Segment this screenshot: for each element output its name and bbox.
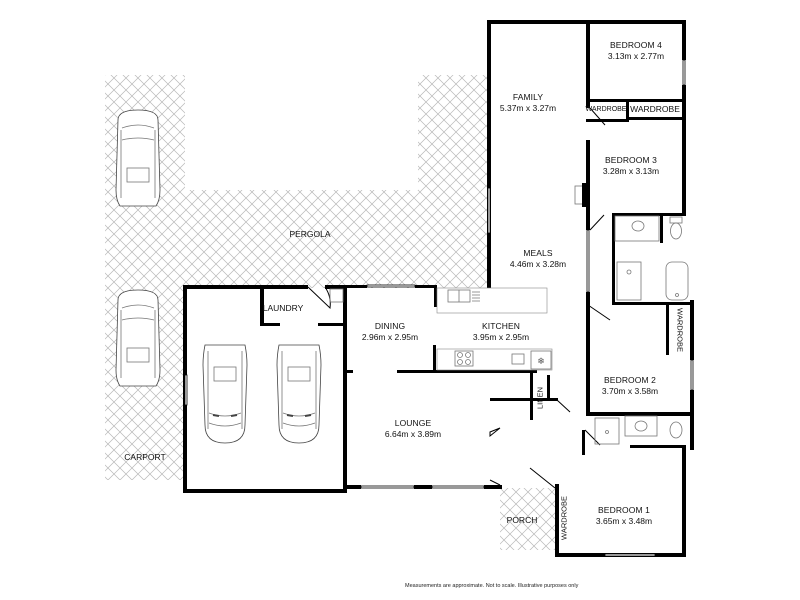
room-name: BEDROOM 1 [598,505,650,515]
room-dimensions: 3.13m x 2.77m [607,51,665,61]
room-kitchen: KITCHEN 3.95m x 2.95m [473,321,529,343]
car-carport-bottom-icon [115,289,161,387]
doors [307,107,611,489]
bathroom-fixtures [594,215,689,445]
room-lounge: LOUNGE 6.64m x 3.89m [385,418,441,440]
shower-icon [616,261,642,301]
room-name: DINING [374,321,406,331]
wardrobe-bedroom4-left: WARDROBE [585,106,627,113]
room-bedroom3: BEDROOM 3 3.28m x 3.13m [603,155,659,177]
room-dimensions: 4.46m x 3.28m [509,259,567,269]
area-porch: PORCH [506,515,538,525]
room-dimensions: 3.95m x 2.95m [472,332,530,342]
car-garage-left-icon [202,344,248,444]
porch-area [500,488,555,550]
area-laundry: LAUNDRY [262,303,304,313]
ensuite-basin-icon [614,215,660,242]
pergola-area [105,75,487,480]
room-dimensions: 3.28m x 3.13m [602,166,660,176]
svg-text:❄: ❄ [537,356,545,366]
room-dining: DINING 2.96m x 2.95m [362,321,418,343]
room-dimensions: 3.65m x 3.48m [595,516,653,526]
fridge-icon: ❄ [530,350,552,370]
cooktop-icon [454,350,474,367]
area-pergola: PERGOLA [289,229,331,239]
bath-icon [665,261,689,301]
room-bedroom2: BEDROOM 2 3.70m x 3.58m [602,375,658,397]
room-name: BEDROOM 3 [605,155,657,165]
room-name: BEDROOM 4 [610,40,662,50]
kitchen-sink-icon [447,289,480,303]
area-carport: CARPORT [124,452,166,462]
room-bedroom4: BEDROOM 4 3.13m x 2.77m [608,40,664,62]
linen-cupboard: LINEN [535,386,545,410]
room-meals: MEALS 4.46m x 3.28m [510,248,566,270]
fireplace-icon [574,183,587,207]
bathroom-toilet-icon [669,421,683,439]
ensuite-toilet-icon [669,216,683,240]
disclaimer-text: Measurements are approximate. Not to sca… [405,583,579,589]
car-garage-right-icon [276,344,322,444]
room-family: FAMILY 5.37m x 3.27m [500,92,556,114]
room-bedroom1: BEDROOM 1 3.65m x 3.48m [596,505,652,527]
room-dimensions: 6.64m x 3.89m [384,429,442,439]
room-dimensions: 5.37m x 3.27m [499,103,557,113]
room-dimensions: 3.70m x 3.58m [601,386,659,396]
car-carport-top-icon [115,109,161,207]
wardrobe-bedroom4-right: WARDROBE [630,104,680,114]
microwave-icon [511,353,525,365]
bathroom-shower-icon [594,417,620,445]
room-name: BEDROOM 2 [604,375,656,385]
room-name: MEALS [523,248,553,258]
kitchen-fixtures: ❄ [329,287,553,371]
room-dimensions: 2.96m x 2.95m [361,332,419,342]
windows [184,59,694,557]
room-name: LOUNGE [394,418,432,428]
wardrobe-bedroom1: WARDROBE [559,496,569,540]
walls [183,20,694,557]
bathroom-basin-icon [624,415,658,437]
wardrobe-bedroom2: WARDROBE [675,308,685,352]
room-name: FAMILY [512,92,544,102]
room-name: KITCHEN [481,321,521,331]
laundry-sink-icon [329,288,344,303]
